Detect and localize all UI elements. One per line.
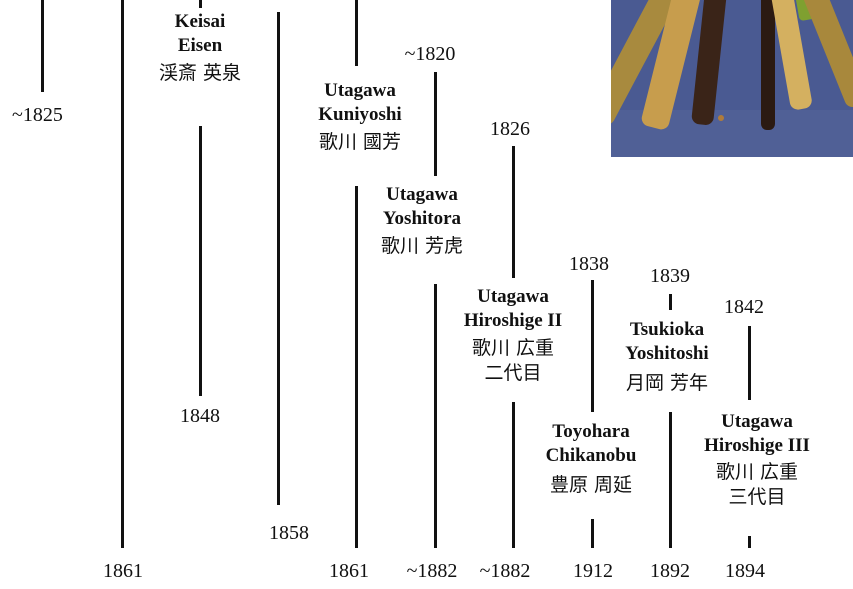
end-year-hiroshige3: 1894 [725, 560, 765, 582]
lifespan-line-yoshitoshi-top [669, 294, 672, 310]
artist-name-line1: Tsukioka [629, 319, 705, 340]
lifespan-line-yoshitoshi [669, 412, 672, 548]
end-year-kuniyoshi: 1861 [329, 560, 369, 582]
artist-name-line1: Utagawa [386, 184, 458, 205]
lifespan-line-hiroshige3 [748, 536, 751, 548]
artist-name-kanji-line2: 二代目 [484, 362, 542, 384]
end-year-col1: ~1825 [12, 104, 63, 126]
artist-name-kanji: 渓斎 英泉 [158, 62, 242, 84]
artist-name-line2: Hiroshige II [463, 310, 563, 331]
artist-name-kanji-line2: 三代目 [728, 486, 786, 508]
artist-name-kanji: 歌川 芳虎 [380, 235, 464, 257]
artist-label-kuniyoshi: Utagawa Kuniyoshi 歌川 國芳 [318, 79, 401, 155]
start-year-yoshitoshi: 1839 [650, 265, 690, 287]
artist-name-kanji: 豊原 周延 [549, 474, 633, 496]
artist-name-line2: Kuniyoshi [318, 104, 402, 125]
artist-name-line2: Eisen [177, 35, 223, 56]
artist-label-hiroshige3: Utagawa Hiroshige III 歌川 広重 三代目 [704, 410, 810, 510]
end-year-eisen: 1848 [180, 405, 220, 427]
artist-name-kanji: 月岡 芳年 [625, 372, 709, 394]
artist-label-yoshitora: Utagawa Yoshitora 歌川 芳虎 [381, 183, 463, 259]
artist-name-line2: Yoshitoshi [625, 343, 709, 364]
end-year-yoshitora: ~1882 [406, 560, 458, 582]
artist-name-line1: Utagawa [721, 411, 793, 432]
lifespan-line-kuniyoshi [355, 186, 358, 548]
lifespan-line-chikanobu [591, 519, 594, 548]
lifespan-line-hiroshige2-top [512, 146, 515, 278]
end-year-col2: 1861 [103, 560, 143, 582]
end-year-chikanobu: 1912 [573, 560, 613, 582]
brushes-photo [611, 0, 853, 157]
lifespan-line-col1 [41, 0, 44, 92]
start-year-hiroshige3: 1842 [724, 296, 764, 318]
lifespan-line-kuniyoshi-top [355, 0, 358, 66]
lifespan-line-hiroshige3-top [748, 326, 751, 400]
artist-name-kanji: 歌川 國芳 [318, 131, 402, 153]
start-year-chikanobu: 1838 [569, 253, 609, 275]
artist-name-line2: Chikanobu [545, 445, 637, 466]
start-year-yoshitora: ~1820 [404, 43, 456, 65]
artist-name-line2: Hiroshige III [704, 435, 810, 456]
lifespan-line-col2 [121, 0, 124, 548]
artist-name-line1: Utagawa [477, 286, 549, 307]
artist-label-yoshitoshi: Tsukioka Yoshitoshi 月岡 芳年 [625, 318, 708, 396]
artist-label-hiroshige2: Utagawa Hiroshige II 歌川 広重 二代目 [464, 285, 562, 386]
end-year-yoshitoshi: 1892 [650, 560, 690, 582]
lifespan-line-col4 [277, 12, 280, 505]
lifespan-line-yoshitora-top [434, 72, 437, 176]
artist-name-line1: Toyohara [552, 421, 630, 442]
brushes-illustration [611, 0, 853, 157]
end-year-hiroshige2: ~1882 [479, 560, 531, 582]
artist-label-eisen: Keisai Eisen 渓斎 英泉 [159, 10, 241, 86]
artist-label-chikanobu: Toyohara Chikanobu 豊原 周延 [546, 420, 637, 498]
start-year-hiroshige2: 1826 [490, 118, 530, 140]
lifespan-line-yoshitora [434, 284, 437, 548]
end-year-col4: 1858 [269, 522, 309, 544]
lifespan-line-eisen [199, 126, 202, 396]
artist-name-kanji-line1: 歌川 広重 [715, 461, 799, 483]
artist-name-line1: Keisai [174, 11, 226, 32]
artist-name-line2: Yoshitora [382, 208, 462, 229]
lifespan-line-hiroshige2 [512, 402, 515, 548]
artist-name-line1: Utagawa [324, 80, 396, 101]
lifespan-line-chikanobu-top [591, 280, 594, 412]
artist-name-kanji-line1: 歌川 広重 [471, 337, 555, 359]
lifespan-line-eisen-top [199, 0, 202, 8]
